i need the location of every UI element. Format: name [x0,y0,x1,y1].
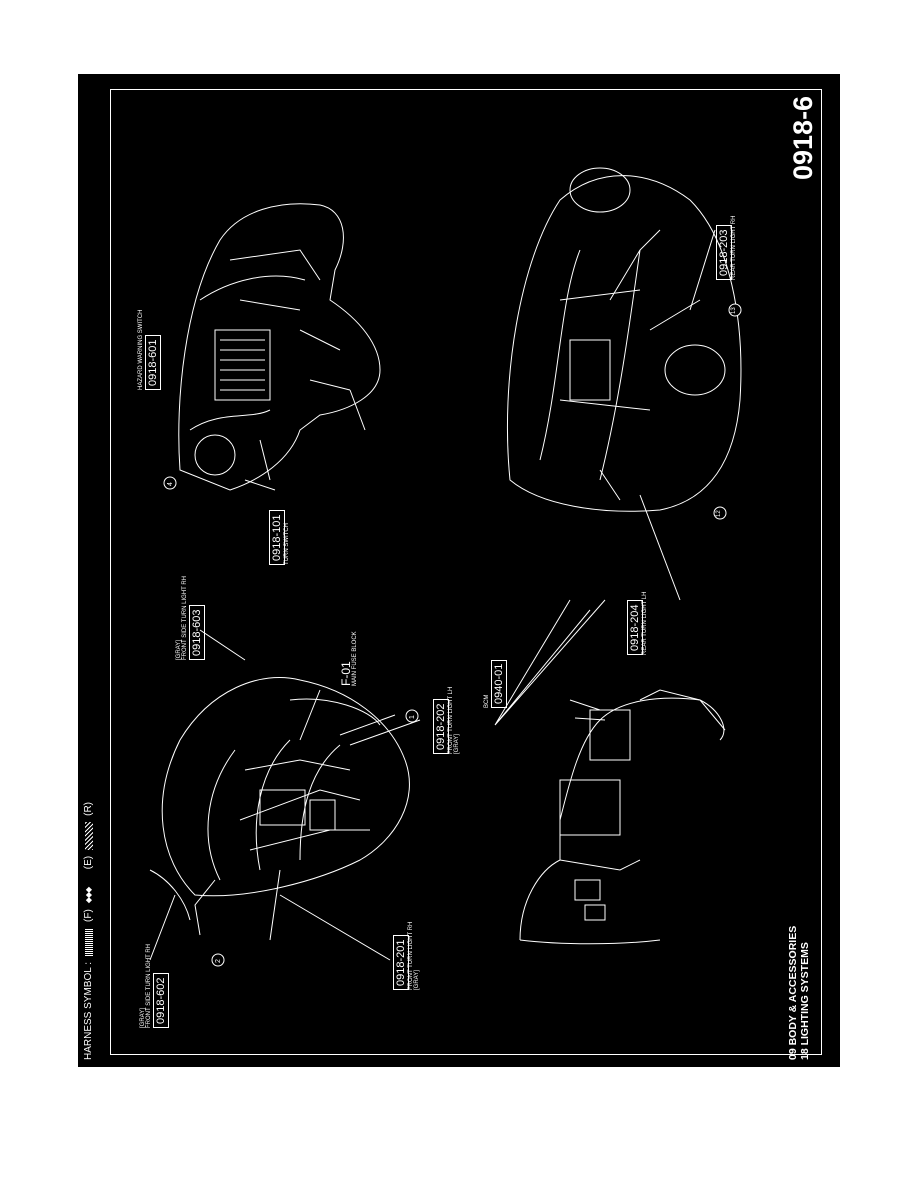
marker-13: 13 [731,307,737,314]
callout-0918-603: [GRAY] FRONT SIDE TURN LIGHT RH 0918-603 [176,575,205,660]
section-title-2: 18 LIGHTING SYSTEMS [799,942,811,1060]
harness-symbol-label: HARNESS SYMBOL : [83,962,94,1060]
harness-pattern-f [85,928,93,956]
callout-0918-203: 0918-203 REAR TURN LIGHT RH [716,215,737,280]
harness-pattern-e: ◆◆◆ [84,887,93,904]
page-number: 0918-6 [788,95,818,180]
callout-0918-601: HAZARD WARNING SWITCH 0918-601 [138,309,161,390]
callout-0918-202: 0918-202 FRONT TURN LIGHT LH [GRAY] [433,686,460,754]
callout-0918-204: 0918-204 REAR TURN LIGHT LH [627,591,648,655]
interior-dash-illustration [178,203,381,491]
section-title-1: 09 BODY & ACCESSORIES [787,925,799,1060]
harness-pattern-r [85,821,93,850]
circled-markers [163,303,742,967]
harness-symbol-legend: HARNESS SYMBOL : (F) ◆◆◆ (E) (R) [83,801,94,1060]
harness-item-f: (F) [83,909,94,922]
engine-bay-illustration [149,677,410,941]
vehicle-rear-illustration [506,167,742,512]
callout-0918-602: [GRAY] FRONT SIDE TURN LIGHT RH 0918-602 [140,943,169,1028]
callout-0918-201: 0918-201 FRONT TURN LIGHT RH [GRAY] [393,921,420,990]
diagram-sheet [78,74,840,1067]
bcm-area-illustration [519,689,726,945]
callout-0940-01: BCM 0940-01 [484,659,507,708]
diagram-border [110,89,822,1055]
harness-item-r: (R) [83,801,94,816]
marker-2: 2 [215,959,222,963]
marker-12: 12 [716,510,722,517]
callout-0918-101: 0918-101 TURN SWITCH [268,510,290,565]
marker-1: 1 [409,715,416,719]
marker-4: 4 [167,482,174,486]
fuse-f-01: F-01 MAIN FUSE BLOCK [339,631,358,686]
harness-item-e: (E) [83,855,94,870]
